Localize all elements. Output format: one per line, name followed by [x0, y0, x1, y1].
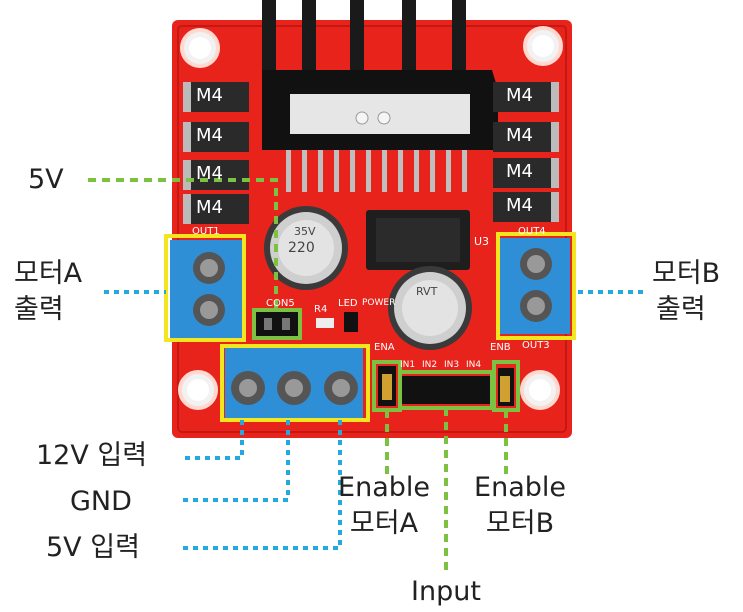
silk-r4: R4 — [314, 304, 328, 315]
label-5v: 5V — [28, 164, 64, 195]
silk-in2: IN2 — [422, 360, 438, 370]
silk-ena: ENA — [374, 342, 395, 353]
leader-lines-green — [88, 178, 508, 570]
label-motor-b-line2: 출력 — [656, 294, 706, 325]
silk-in3: IN3 — [444, 360, 460, 370]
capacitor-right — [388, 266, 472, 350]
silk-in1: IN1 — [400, 360, 416, 370]
silk-diode-d1: M4 — [196, 85, 223, 106]
terminal-motor-a — [170, 240, 242, 338]
diodes-right — [493, 82, 559, 222]
terminal-power — [225, 348, 363, 418]
highlight-boxes-yellow — [164, 232, 576, 422]
label-12v-input: 12V 입력 — [36, 440, 148, 471]
silk-diode-d6: M4 — [506, 125, 533, 146]
label-enable-b-line1: Enable — [474, 472, 566, 503]
silk-u3: U3 — [474, 235, 490, 248]
label-enable-a-line2: 모터A — [349, 508, 419, 539]
silk-power: POWER — [362, 298, 396, 308]
silk-diode-d7: M4 — [506, 161, 533, 182]
silk-enb: ENB — [490, 342, 511, 353]
silk-diode-d2: M4 — [196, 125, 223, 146]
label-motor-a-line1: 모터A — [14, 258, 83, 289]
silk-out4: OUT4 — [518, 226, 546, 237]
silk-diode-d3: M4 — [196, 163, 223, 184]
silk-con5: CON5 — [266, 298, 295, 309]
terminal-motor-b — [500, 238, 570, 334]
silk-led: LED — [338, 298, 358, 309]
silk-diode-d4: M4 — [196, 197, 223, 218]
silk-out3: OUT3 — [522, 340, 550, 351]
ic-pins — [286, 150, 467, 192]
con5-jumper — [255, 312, 299, 336]
regulator-u3 — [366, 210, 470, 270]
label-input: Input — [411, 576, 481, 607]
cap-text-voltage: 35V — [294, 225, 316, 238]
cap-text-brand: RVT — [416, 285, 438, 298]
silk-out1: OUT1 — [192, 226, 220, 237]
resistor-r4 — [316, 318, 334, 328]
diodes-left — [183, 82, 249, 224]
header-pins — [378, 366, 514, 406]
pcb-outline — [177, 25, 567, 433]
mounting-holes — [178, 26, 563, 410]
power-led — [344, 312, 358, 332]
label-gnd: GND — [70, 486, 132, 517]
silk-diode-d5: M4 — [506, 85, 533, 106]
capacitor-left — [264, 206, 348, 290]
label-motor-a-line2: 출력 — [14, 294, 64, 325]
silk-diode-d8: M4 — [506, 195, 533, 216]
silk-in4: IN4 — [466, 360, 482, 370]
leader-lines-blue — [104, 290, 644, 550]
cap-text-value: 220 — [288, 240, 315, 256]
label-enable-a-line1: Enable — [338, 472, 430, 503]
label-motor-b-line1: 모터B — [652, 258, 721, 289]
label-5v-input: 5V 입력 — [46, 532, 140, 563]
heatsink — [262, 0, 498, 150]
label-enable-b-line2: 모터B — [485, 508, 555, 539]
